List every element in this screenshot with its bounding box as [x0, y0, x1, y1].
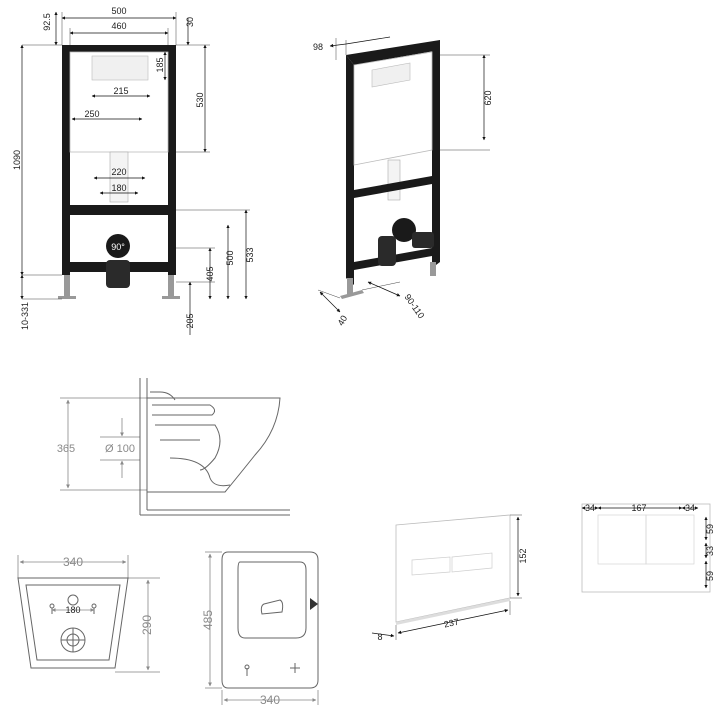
dim-40: 40 [336, 314, 350, 328]
dim-plate-59-top: 59 [705, 524, 715, 534]
flush-plate-view: 152 237 8 [371, 514, 528, 642]
toilet-top-outline [221, 551, 319, 689]
dim-405: 405 [205, 266, 215, 281]
frame-side-structure [340, 40, 440, 299]
dim-90-deg: 90° [111, 242, 125, 252]
dim-215: 215 [113, 86, 128, 96]
dim-toilet-top-340: 340 [260, 693, 280, 707]
dim-250: 250 [84, 109, 99, 119]
dim-plate-167: 167 [631, 503, 646, 513]
dim-530: 530 [195, 92, 205, 107]
dim-98: 98 [313, 42, 323, 52]
toilet-front-outline [17, 577, 129, 669]
dim-plate-152: 152 [518, 548, 528, 563]
dim-plate-8: 8 [377, 632, 382, 642]
dim-620: 620 [483, 90, 493, 105]
dim-1090: 1090 [12, 150, 22, 170]
dim-460: 460 [111, 21, 126, 31]
dim-533: 533 [245, 247, 255, 262]
dim-toilet-485: 485 [201, 610, 215, 630]
dim-365: 365 [57, 443, 75, 455]
flush-direction-icon [310, 598, 318, 610]
flush-button-right [451, 552, 493, 573]
frame-front-structure [58, 45, 180, 299]
dim-500: 500 [111, 6, 126, 16]
frame-front-view: 500 460 92.5 30 185 215 250 530 1090 220… [12, 6, 255, 335]
dim-90-110: 90-110 [403, 292, 427, 320]
dim-220: 220 [111, 167, 126, 177]
dim-toilet-340: 340 [63, 555, 83, 569]
dim-plate-59-bottom: 59 [705, 571, 715, 581]
dim-500-low: 500 [225, 250, 235, 265]
toilet-profile-outline [139, 378, 290, 516]
toilet-profile-view: 365 Ø 100 [57, 378, 290, 516]
flush-plate-body [395, 514, 511, 623]
dim-92-5: 92.5 [42, 13, 52, 31]
dim-205: 205 [185, 313, 195, 328]
dim-toilet-180: 180 [65, 605, 80, 615]
dim-10-331: 10-331 [20, 302, 30, 330]
dim-plate-237: 237 [443, 617, 460, 630]
dim-180: 180 [111, 183, 126, 193]
dim-185: 185 [155, 57, 165, 72]
flush-plate-front-view: 34 167 34 59 33 59 [581, 503, 715, 593]
toilet-front-view: 340 180 290 [17, 555, 160, 673]
dim-plate-34-right: 34 [685, 503, 695, 513]
frame-side-view: 98 620 40 90-110 [313, 36, 493, 328]
dim-plate-34-left: 34 [585, 503, 595, 513]
flush-button-left [411, 556, 451, 576]
dim-plate-33: 33 [705, 546, 715, 556]
dim-outlet-100: Ø 100 [105, 443, 135, 455]
dim-30: 30 [185, 17, 195, 27]
toilet-top-view: 485 340 [201, 551, 319, 707]
dim-toilet-290: 290 [140, 615, 154, 635]
